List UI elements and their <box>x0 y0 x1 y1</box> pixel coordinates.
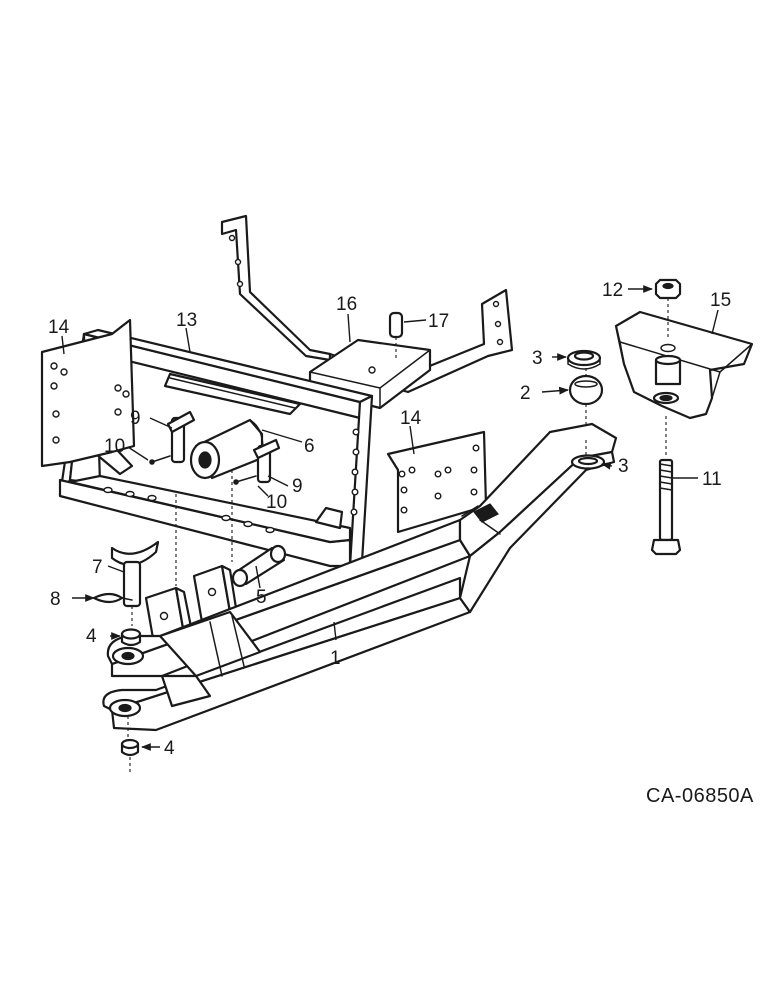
washer-lower <box>570 454 606 470</box>
pivot-bracket <box>614 310 754 420</box>
callout-14-left: 14 <box>48 317 70 338</box>
drawbar-beam <box>102 422 618 732</box>
leader-lines <box>61 285 719 751</box>
retaining-pin-right <box>252 438 281 484</box>
callout-labels: 1 2 3 3 4 4 5 6 7 8 9 9 10 10 11 12 13 1… <box>48 280 754 807</box>
callout-8: 8 <box>50 589 61 610</box>
callout-3-lower: 3 <box>618 456 629 477</box>
spacer-lower <box>120 716 140 772</box>
lock-pin <box>92 592 133 604</box>
callout-7: 7 <box>92 557 103 578</box>
callout-11: 11 <box>702 469 722 490</box>
pin-17 <box>388 311 404 358</box>
callout-9-left: 9 <box>130 408 141 429</box>
roller-bushing <box>189 418 264 480</box>
callout-4-upper: 4 <box>86 626 97 647</box>
callout-16: 16 <box>336 294 357 315</box>
callout-9-right: 9 <box>292 476 303 497</box>
clevis-pin <box>110 540 160 626</box>
callout-4-lower: 4 <box>164 738 175 759</box>
callout-10-right: 10 <box>266 492 287 513</box>
callout-2: 2 <box>520 383 531 404</box>
retaining-pin-left <box>166 410 196 464</box>
cotter-pin-right <box>233 475 257 485</box>
reference-code: CA-06850A <box>646 785 754 807</box>
callout-10-left: 10 <box>104 436 125 457</box>
bolt-11 <box>650 416 682 556</box>
spacer-upper <box>120 628 142 647</box>
bushing-5 <box>231 544 287 588</box>
callout-14-right: 14 <box>400 408 422 429</box>
callout-12: 12 <box>602 280 623 301</box>
callout-6: 6 <box>304 436 315 457</box>
side-plate-left <box>40 318 136 468</box>
nut-12 <box>654 278 682 340</box>
callout-3-upper: 3 <box>532 348 543 369</box>
ball-joint <box>568 368 604 424</box>
side-plate-right <box>386 430 488 534</box>
callout-5: 5 <box>256 587 267 608</box>
cotter-pin-left <box>149 455 171 465</box>
callout-17: 17 <box>428 311 449 332</box>
callout-13: 13 <box>176 310 197 331</box>
callout-15: 15 <box>710 290 731 311</box>
callout-1: 1 <box>330 648 341 669</box>
washer-upper <box>566 349 602 370</box>
